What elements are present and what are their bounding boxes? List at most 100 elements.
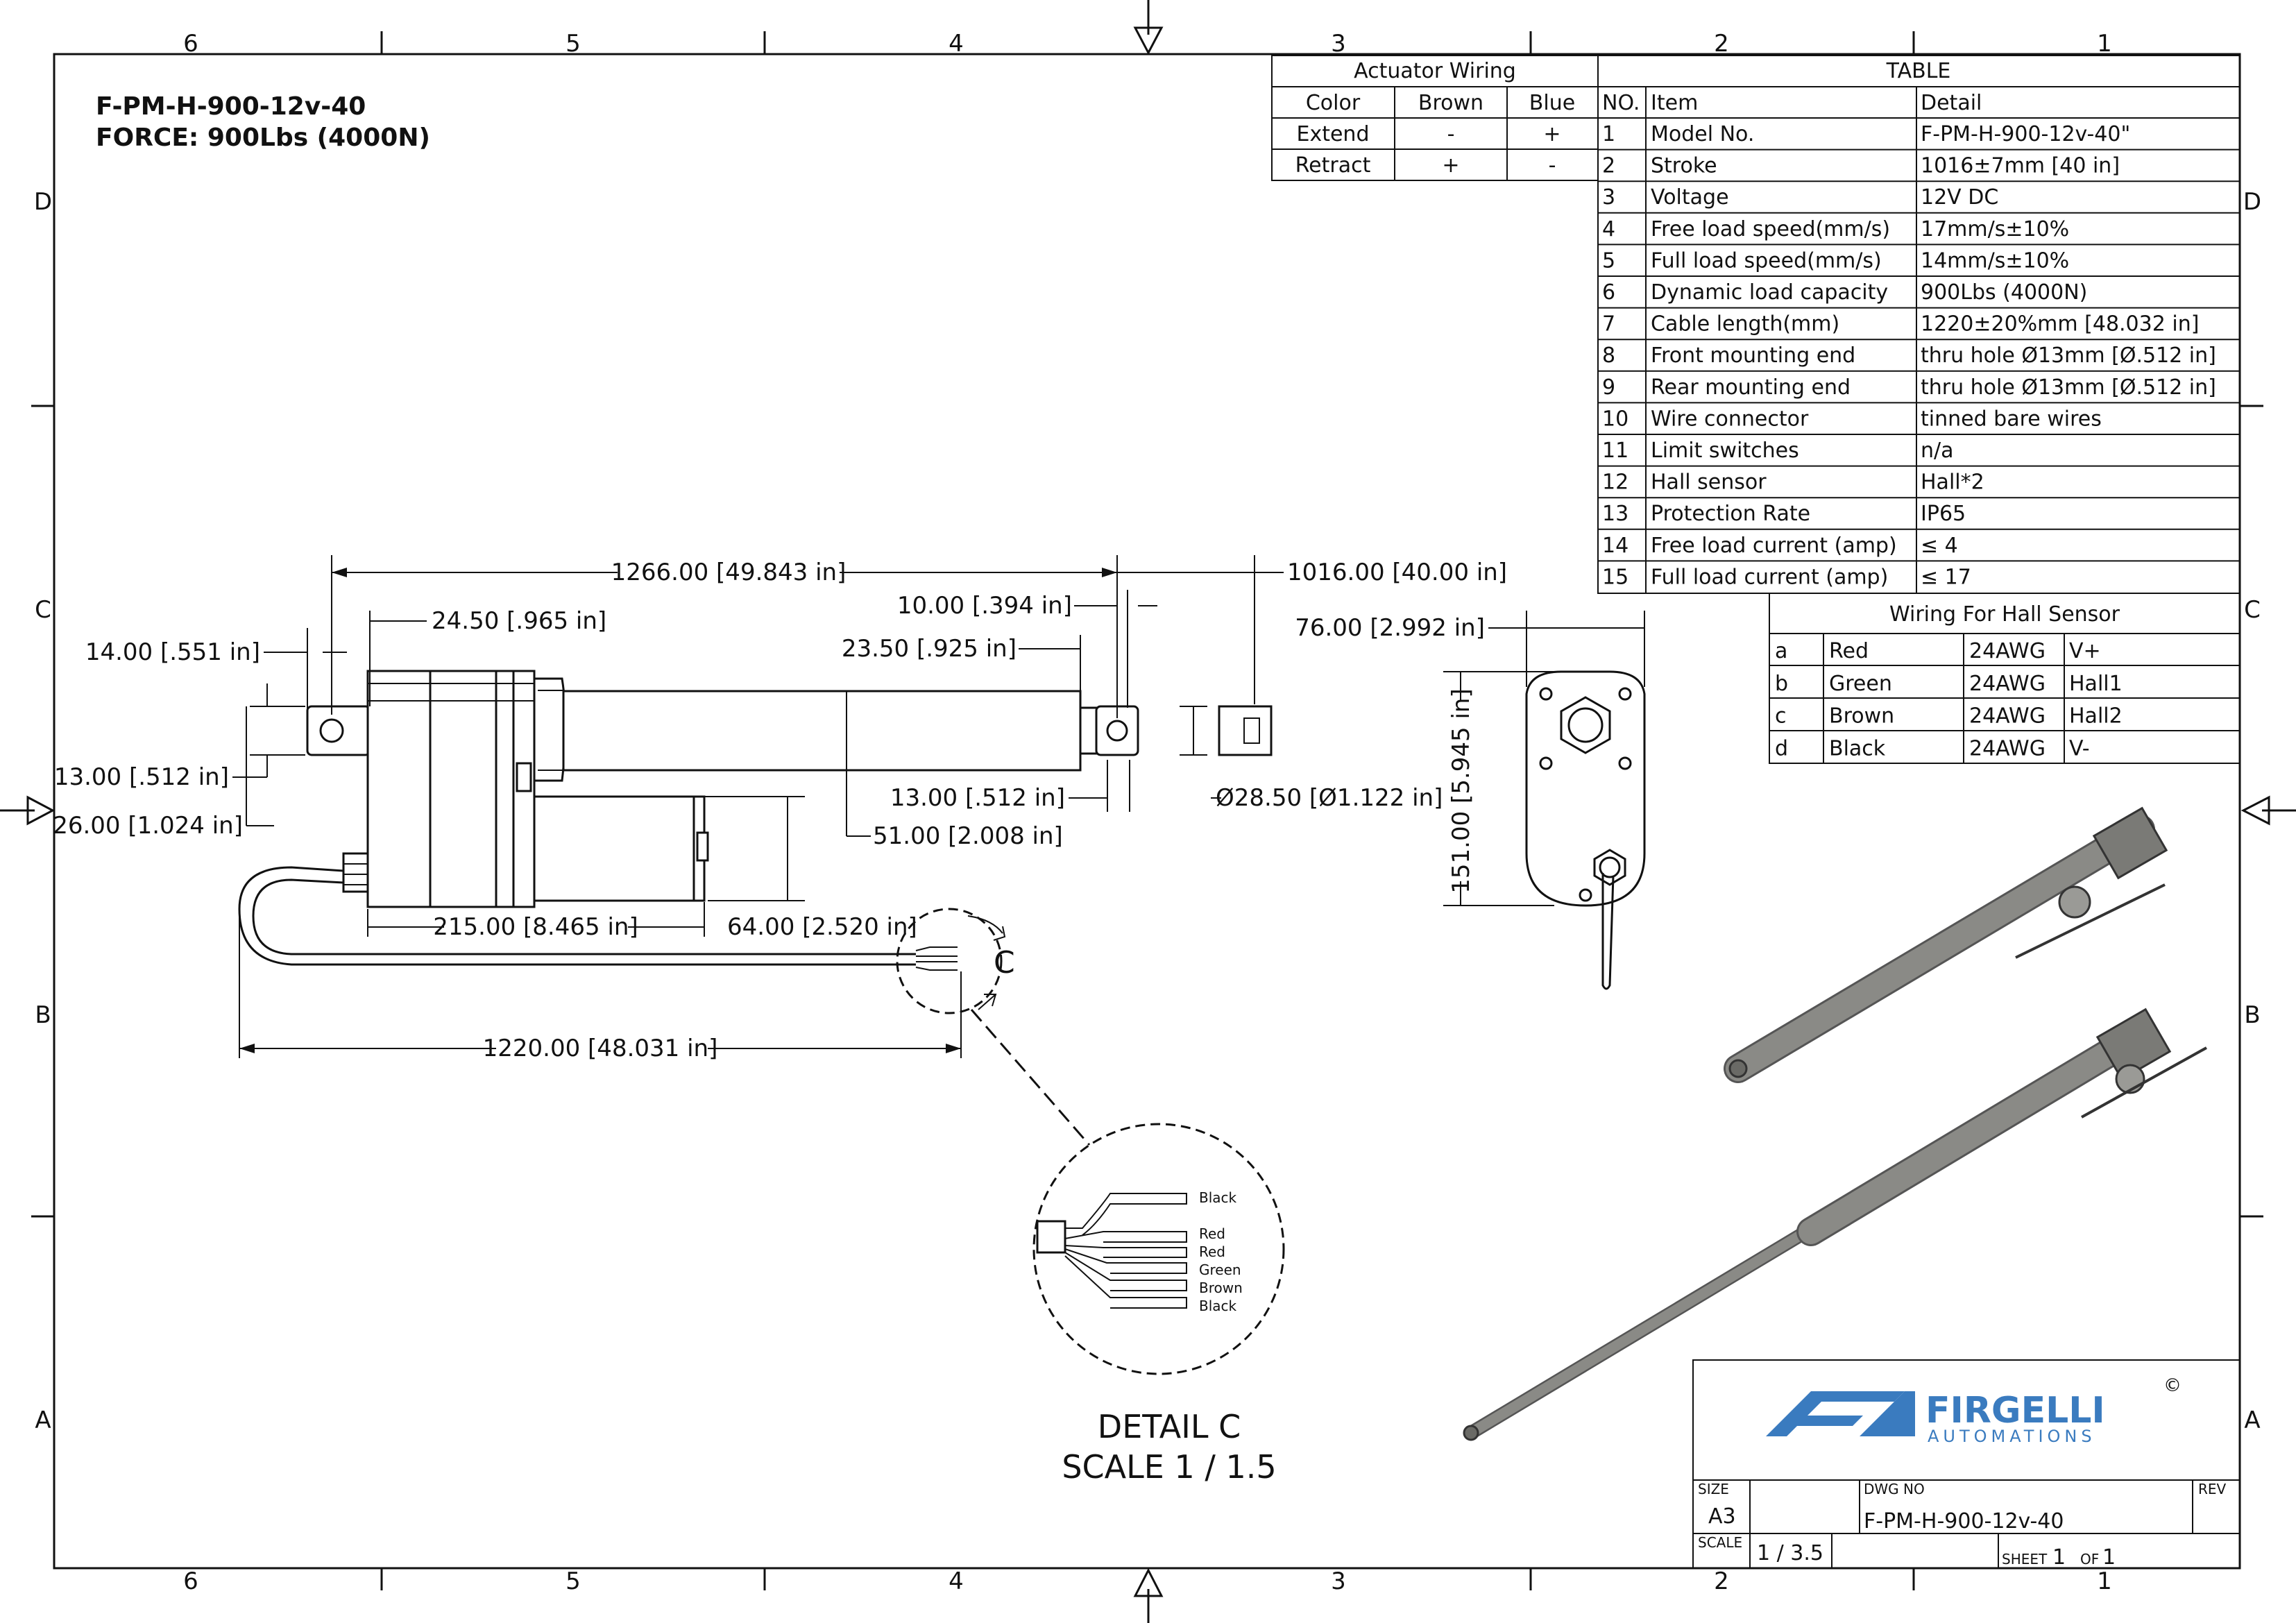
isometric-retracted: [1724, 806, 2168, 1083]
aw-cell: -: [1447, 122, 1455, 146]
spec-cell: Free load current (amp): [1651, 534, 1897, 558]
dim-23-5: 23.50 [.925 in]: [842, 635, 1017, 663]
hall-cell: 24AWG: [1969, 736, 2046, 760]
hall-table-title: Wiring For Hall Sensor: [1889, 602, 2120, 627]
spec-cell: 9: [1602, 375, 1615, 400]
zone-labels: 6 5 4 3 2 1 6 5 4 3 2 1 D C B A D C B A: [34, 30, 2261, 1595]
spec-cell: 2: [1602, 154, 1615, 178]
spec-cell: 17mm/s±10%: [1921, 217, 2069, 241]
hall-cell: 24AWG: [1969, 639, 2046, 663]
detail-wire-label: Red: [1199, 1243, 1225, 1260]
zone-col-6: 6: [183, 30, 198, 58]
title-block: FIRGELLI AUTOMATIONS © SIZE A3 DWG NO F-…: [1692, 1359, 2240, 1570]
aw-cell: -: [1549, 153, 1556, 178]
end-view: 76.00 [2.992 in] 151.00 [5.945 in]: [1295, 611, 1646, 990]
tb-sheet-no: 1: [2052, 1545, 2066, 1570]
tb-sheet-total: 1: [2102, 1545, 2116, 1570]
spec-cell: 10: [1602, 407, 1629, 431]
zone-row-d-right: D: [2243, 188, 2261, 216]
spec-cell: 4: [1602, 217, 1615, 241]
zone-col-5: 5: [566, 30, 581, 58]
dim-64: 64.00 [2.520 in]: [727, 913, 917, 941]
detail-title: DETAIL C: [1098, 1408, 1241, 1445]
zone-col-1-bottom: 1: [2097, 1567, 2112, 1595]
aw-cell: +: [1442, 153, 1459, 178]
detail-wire-label: Brown: [1199, 1280, 1243, 1296]
zone-row-c: C: [35, 596, 51, 624]
aw-header-color: Color: [1306, 91, 1361, 115]
dim-13-right: 13.00 [.512 in]: [890, 784, 1065, 812]
spec-cell: 14mm/s±10%: [1921, 248, 2069, 273]
zone-row-a-right: A: [2244, 1407, 2260, 1434]
detail-wire-label: Black: [1199, 1298, 1237, 1314]
zone-col-5-bottom: 5: [566, 1567, 581, 1595]
spec-cell: 14: [1602, 534, 1629, 558]
aw-header-brown: Brown: [1418, 91, 1483, 115]
dim-76: 76.00 [2.992 in]: [1295, 614, 1485, 642]
hall-cell: V-: [2069, 736, 2090, 760]
hall-cell: Red: [1829, 639, 1869, 663]
actuator-wiring-table: Actuator Wiring Color Brown Blue Extend …: [1271, 55, 1599, 181]
hall-cell: a: [1775, 639, 1787, 663]
detail-wire-label: Red: [1199, 1225, 1225, 1242]
zone-col-2-bottom: 2: [1714, 1567, 1729, 1595]
tb-scale: 1 / 3.5: [1757, 1541, 1823, 1565]
zone-row-d: D: [34, 188, 52, 216]
dim-10: 10.00 [.394 in]: [897, 592, 1072, 620]
spec-cell: IP65: [1921, 502, 1966, 526]
zone-row-c-right: C: [2244, 596, 2261, 624]
dim-24-5: 24.50 [.965 in]: [432, 607, 606, 635]
aw-cell: Extend: [1297, 122, 1370, 146]
spec-cell: 12: [1602, 470, 1629, 495]
hall-cell: V+: [2069, 639, 2101, 663]
hall-cell: d: [1775, 736, 1788, 760]
rod-end-view: [1218, 705, 1273, 756]
dim-dia-28-5: Ø28.50 [Ø1.122 in]: [1216, 784, 1443, 812]
detail-scale: SCALE 1 / 1.5: [1062, 1448, 1276, 1486]
dim-51: 51.00 [2.008 in]: [873, 822, 1063, 850]
spec-cell: 6: [1602, 280, 1615, 305]
aw-header-blue: Blue: [1529, 91, 1575, 115]
spec-cell: Hall sensor: [1651, 470, 1767, 495]
tb-size: A3: [1708, 1504, 1736, 1529]
spec-cell: thru hole Ø13mm [Ø.512 in]: [1921, 375, 2216, 400]
logo-sub: AUTOMATIONS: [1928, 1427, 2096, 1446]
hall-cell: Hall2: [2069, 704, 2123, 729]
zone-col-4: 4: [949, 30, 964, 58]
zone-row-b: B: [35, 1001, 51, 1029]
spec-header-item: Item: [1651, 91, 1698, 115]
spec-cell: 5: [1602, 248, 1615, 273]
spec-cell: Dynamic load capacity: [1651, 280, 1888, 305]
dim-26: 26.00 [1.024 in]: [53, 812, 243, 840]
detail-wire-label: Black: [1199, 1189, 1237, 1206]
spec-cell: F-PM-H-900-12v-40": [1921, 122, 2130, 146]
detail-callout: C: [896, 908, 1091, 1146]
spec-header-no: NO.: [1602, 91, 1640, 115]
tb-rev-label: REV: [2198, 1481, 2227, 1497]
actuator-side-view: [238, 670, 1139, 971]
zone-col-4-bottom: 4: [949, 1567, 964, 1595]
spec-cell: 8: [1602, 343, 1615, 368]
zone-col-2: 2: [1714, 30, 1729, 58]
zone-col-6-bottom: 6: [183, 1567, 198, 1595]
spec-cell: Model No.: [1651, 122, 1754, 146]
zone-col-3: 3: [1331, 30, 1346, 58]
spec-cell: 15: [1602, 565, 1629, 589]
tb-dwg-no: F-PM-H-900-12v-40: [1864, 1509, 2064, 1533]
dim-overall: 1266.00 [49.843 in]: [611, 559, 847, 586]
spec-cell: Stroke: [1651, 154, 1717, 178]
dim-151: 151.00 [5.945 in]: [1447, 688, 1475, 893]
firgelli-logo: FIRGELLI AUTOMATIONS ©: [1766, 1375, 2182, 1446]
zone-col-1: 1: [2097, 30, 2112, 58]
tb-sheet-label: SHEET: [2002, 1551, 2048, 1567]
spec-cell: Protection Rate: [1651, 502, 1810, 526]
spec-cell: 7: [1602, 312, 1615, 337]
spec-cell: 1016±7mm [40 in]: [1921, 154, 2120, 178]
spec-header-detail: Detail: [1921, 91, 1982, 115]
hall-cell: b: [1775, 672, 1788, 696]
aw-cell: Retract: [1295, 153, 1371, 178]
spec-cell: Voltage: [1651, 185, 1729, 210]
spec-cell: ≤ 4: [1921, 534, 1958, 558]
